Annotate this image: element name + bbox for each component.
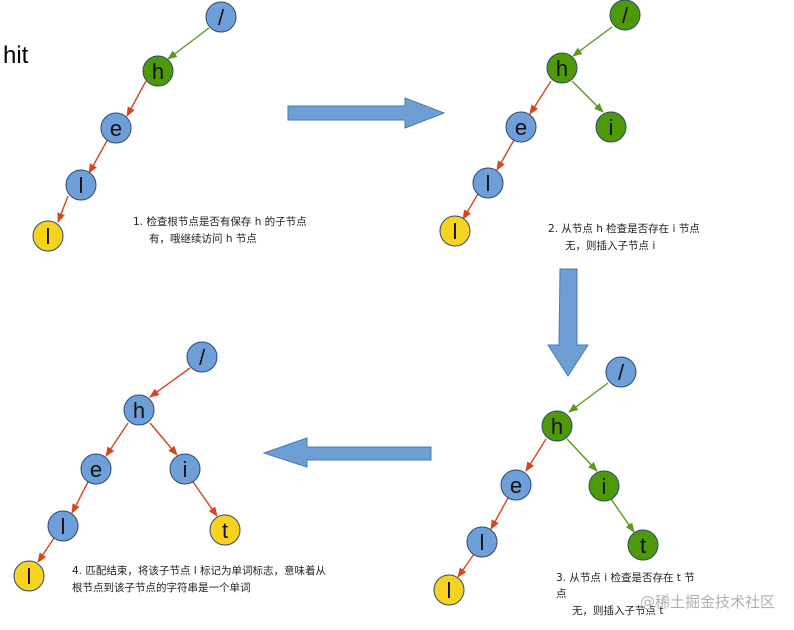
svg-text:e: e (510, 473, 522, 498)
svg-text:h: h (152, 59, 164, 84)
edge-h-e (126, 80, 147, 117)
svg-text:t: t (222, 518, 228, 543)
trie-node-l-end: l (439, 215, 471, 247)
svg-text:/: / (218, 5, 225, 30)
trie-node-e: e (505, 111, 537, 143)
word-label: hit (3, 42, 29, 69)
svg-text:l: l (486, 171, 491, 196)
trie-node-l: l (65, 169, 97, 201)
arrow-down-step2-to-step3 (547, 268, 589, 377)
svg-text:/: / (618, 360, 625, 385)
step2-caption-line1: 2. 从节点 h 检查是否存在 i 节点 (548, 222, 700, 235)
svg-text:e: e (110, 116, 122, 141)
watermark-text: @稀土掘金技术社区 (640, 593, 775, 611)
edge-h-e (525, 438, 547, 472)
svg-text:/: / (199, 345, 206, 370)
svg-text:l: l (480, 530, 485, 555)
trie-node-l: l (47, 510, 79, 542)
edge-l-l (462, 193, 479, 220)
edge-e-l (496, 139, 515, 171)
trie-node-l-end: l (32, 220, 64, 252)
svg-text:i: i (183, 457, 188, 482)
trie-node-i: i (169, 453, 201, 485)
svg-text:h: h (133, 398, 145, 423)
trie-node-e: e (500, 469, 532, 501)
step1-caption-line2: 有，哦继续访问 h 节点 (149, 232, 257, 245)
svg-text:l: l (46, 224, 51, 249)
trie-node-e: e (80, 453, 112, 485)
svg-text:l: l (79, 173, 84, 198)
panel-step3: / h e i l t l 3. 从节点 i 检查是否存在 t 节 点 无，则插 (433, 356, 695, 617)
trie-node-root: / (186, 341, 218, 373)
svg-text:l: l (27, 564, 32, 589)
svg-text:h: h (556, 56, 568, 81)
trie-node-i: i (595, 111, 627, 143)
edge-i-t (192, 481, 218, 517)
svg-text:i: i (602, 474, 607, 499)
panel-step2: / h e i l l 2. 从节点 h 检查是否存在 i 节点 无，则插入子节… (439, 0, 700, 252)
trie-node-h: h (546, 52, 578, 84)
edge-l-l (57, 195, 69, 223)
trie-node-l-end: l (13, 560, 45, 592)
edge-h-e (529, 80, 552, 115)
trie-node-h: h (142, 55, 174, 87)
edge-root-h (167, 27, 210, 60)
edge-h-i (149, 422, 178, 456)
panel-step1: / h e l l 1. 检查根节点是否有保存 h 的子节点 有，哦继续访问 h… (32, 1, 307, 252)
step4-caption-line2: 根节点到该子节点的字符串是一个单词 (72, 581, 251, 594)
trie-node-e: e (100, 112, 132, 144)
trie-node-l-end: l (433, 574, 465, 606)
edge-e-l (88, 138, 109, 174)
edge-e-l (490, 497, 509, 530)
svg-text:l: l (61, 514, 66, 539)
step3-caption-line3: 无，则插入子节点 t (572, 604, 663, 617)
svg-text:e: e (515, 115, 527, 140)
trie-node-l: l (472, 167, 504, 199)
edge-h-e (105, 422, 129, 457)
edge-e-l (71, 481, 89, 514)
trie-node-h: h (123, 394, 155, 426)
arrow-left-step3-to-step4 (262, 437, 432, 468)
trie-node-t: t (209, 514, 241, 546)
step2-caption-line2: 无，则插入子节点 i (565, 239, 655, 252)
edge-root-h (149, 367, 191, 398)
edge-h-i (571, 80, 604, 113)
svg-text:t: t (640, 533, 646, 558)
trie-node-root: / (205, 1, 237, 33)
svg-text:e: e (90, 457, 102, 482)
trie-node-l: l (466, 526, 498, 558)
step3-caption-line2: 点 (556, 588, 567, 600)
trie-node-i: i (588, 470, 620, 502)
edge-root-h (568, 382, 609, 413)
svg-text:h: h (551, 414, 563, 439)
edge-h-i (566, 438, 598, 472)
trie-node-t: t (627, 529, 659, 561)
trie-node-root: / (605, 356, 637, 388)
arrow-right-step1-to-step2 (287, 97, 446, 129)
step4-caption-line1: 4. 匹配结束，将该子节点 l 标记为单词标志，意味着从 (72, 564, 326, 577)
edge-root-h (572, 26, 613, 57)
step1-caption-line1: 1. 检查根节点是否有保存 h 的子节点 (133, 215, 307, 228)
edge-l-l (457, 553, 475, 578)
svg-text:l: l (453, 219, 458, 244)
panel-step4: / h e i l t l 4. 匹配结束，将该子节点 l 标记为单词标志，意味… (13, 341, 326, 594)
edge-i-t (610, 498, 635, 533)
step3-caption-line1: 3. 从节点 i 检查是否存在 t 节 (556, 571, 695, 584)
trie-node-h: h (541, 410, 573, 442)
trie-node-root: / (609, 0, 641, 31)
svg-text:i: i (609, 115, 614, 140)
svg-text:l: l (447, 578, 452, 603)
svg-text:/: / (622, 3, 629, 28)
edge-l-l (37, 537, 55, 563)
